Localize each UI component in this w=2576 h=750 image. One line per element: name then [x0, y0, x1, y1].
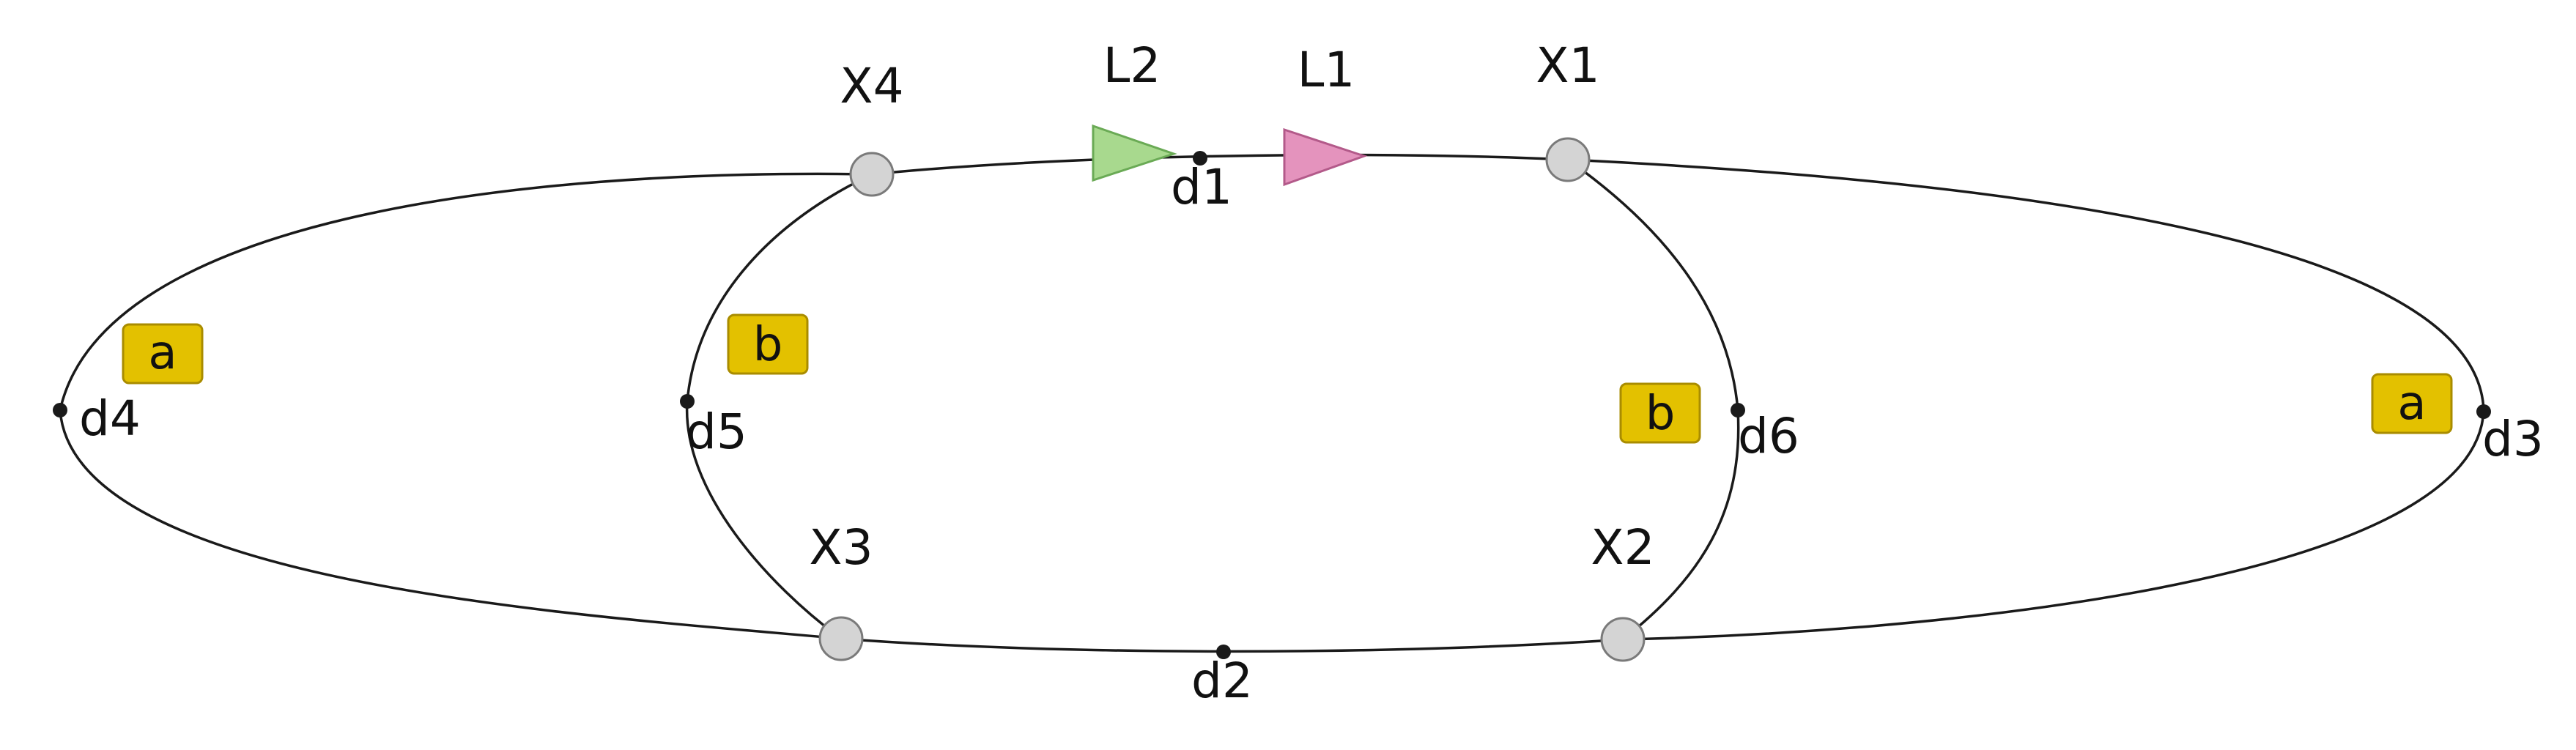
tag-right-outer: a: [2371, 373, 2453, 434]
node-x1: X1: [1536, 37, 1600, 182]
tag-left-outer-label: a: [148, 326, 177, 380]
tag-left-outer-box: [122, 323, 204, 385]
tag-left-inner: b: [727, 313, 809, 375]
tag-right-outer-label: a: [2397, 376, 2426, 431]
node-x2: X2: [1591, 519, 1655, 662]
point-d3-label: d3: [2482, 411, 2544, 467]
point-d6-dot: [1731, 403, 1745, 417]
arrow-l2: L2: [1092, 37, 1177, 182]
node-x4: X4: [840, 58, 904, 197]
node-x3: X3: [809, 519, 873, 661]
tag-right-inner-box: [1619, 382, 1701, 444]
tag-right-inner-label: b: [1646, 387, 1676, 441]
point-d6-label: d6: [1738, 408, 1799, 464]
point-d2-dot: [1216, 645, 1231, 659]
arrow-l1-triangle: [1283, 127, 1368, 187]
arrow-l2-label: L2: [1103, 37, 1161, 94]
point-d4-label: d4: [79, 390, 141, 447]
node-x3-label: X3: [809, 519, 873, 576]
point-d5-dot: [680, 394, 695, 409]
arrow-l2-triangle: [1092, 124, 1177, 182]
arrow-l1: L1: [1283, 42, 1368, 187]
node-x2-label: X2: [1591, 519, 1654, 576]
point-d1-label: d1: [1171, 159, 1232, 215]
point-d4-dot: [53, 403, 67, 417]
point-d2-label: d2: [1191, 653, 1253, 709]
node-x2-circle: [1600, 617, 1646, 662]
point-d3-dot: [2476, 404, 2491, 419]
arrow-l1-label: L1: [1298, 42, 1355, 98]
node-x4-circle: [849, 152, 895, 197]
outer-loop-curve: [59, 153, 2485, 653]
tag-left-outer: a: [122, 323, 204, 385]
tag-right-outer-box: [2371, 373, 2453, 434]
node-x4-label: X4: [840, 58, 903, 114]
node-x1-circle: [1545, 137, 1591, 182]
point-d5-label: d5: [686, 404, 747, 460]
tag-right-inner: b: [1619, 382, 1701, 444]
tag-left-inner-label: b: [753, 318, 783, 372]
node-x1-label: X1: [1536, 37, 1599, 94]
tag-left-inner-box: [727, 313, 809, 375]
node-x3-circle: [818, 616, 864, 661]
point-d1-dot: [1193, 151, 1207, 166]
